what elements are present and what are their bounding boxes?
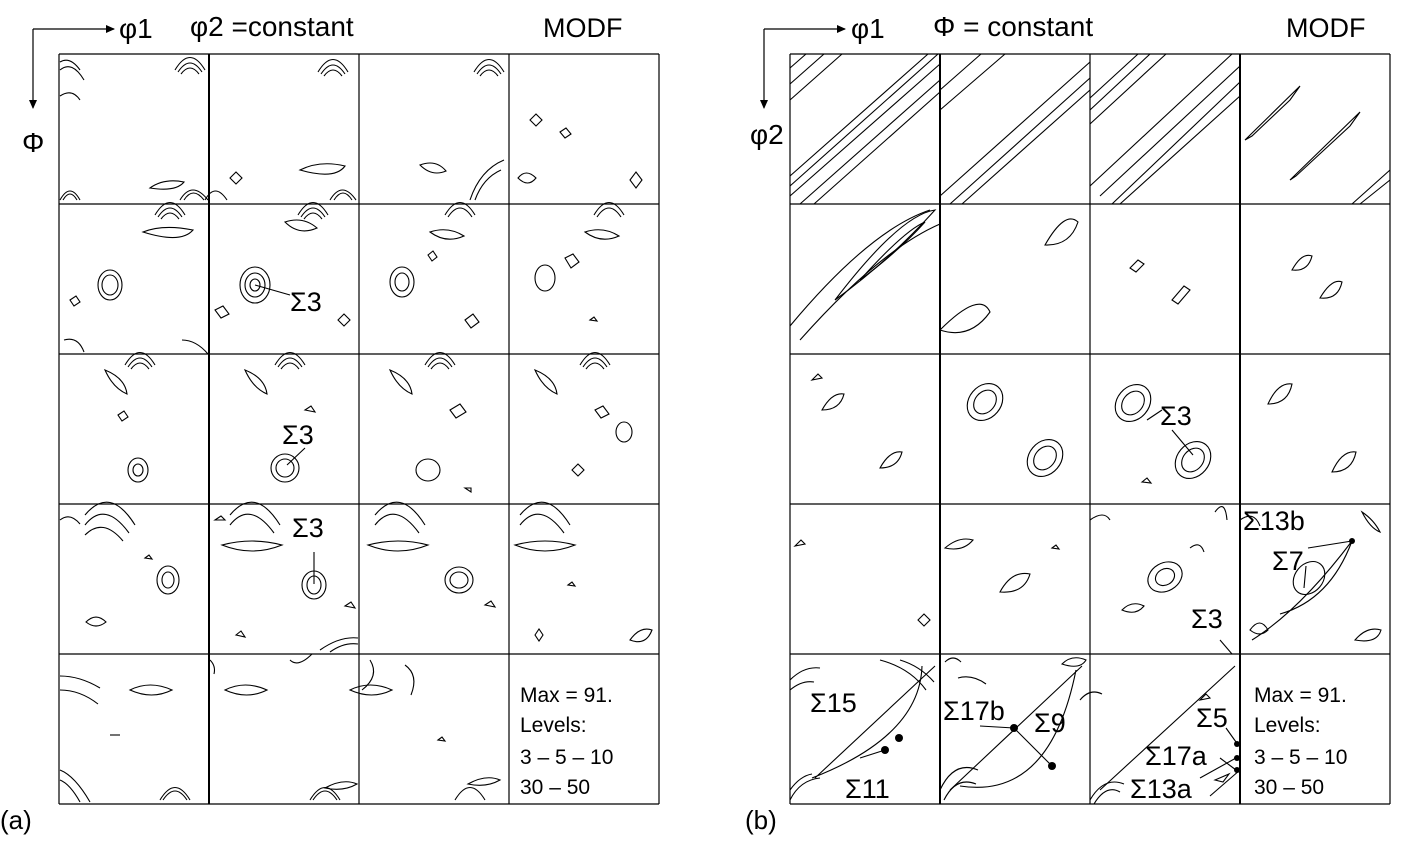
annotation-sigma11: Σ11	[845, 774, 890, 804]
panel-a: φ1 Φ φ2 =constant MODF (a)	[0, 11, 660, 835]
annotation-sigma3-a1: Σ3	[290, 287, 322, 317]
legend-levels-row2-b: 30 – 50	[1254, 776, 1324, 799]
legend-levels-row1-a: 3 – 5 – 10	[520, 746, 613, 769]
annotation-sigma3-b1: Σ3	[1160, 401, 1192, 431]
axis-label-Phi-a: Φ	[22, 127, 44, 158]
section-grid-b	[789, 53, 1391, 805]
legend-a: Max = 91. Levels: 3 – 5 – 10 30 – 50	[520, 684, 613, 799]
legend-b: Max = 91. Levels: 3 – 5 – 10 30 – 50	[1254, 684, 1347, 799]
annotation-sigma13a: Σ13a	[1130, 774, 1193, 804]
corner-title-b: MODF	[1286, 13, 1365, 43]
annotations-a: Σ3 Σ3 Σ3	[254, 284, 324, 584]
annotation-sigma17b: Σ17b	[943, 696, 1005, 726]
annotation-sigma9: Σ9	[1034, 708, 1066, 738]
annotation-lines-b	[811, 409, 1355, 797]
annotations-b: Σ3 Σ13b Σ7 Σ3 Σ15 Σ17b Σ9 Σ11 Σ5 Σ17a Σ1…	[810, 401, 1305, 804]
legend-levels-a: Levels:	[520, 714, 587, 737]
annotation-sigma5: Σ5	[1196, 703, 1228, 733]
annotation-sigma15: Σ15	[810, 688, 857, 718]
legend-max-b: Max = 91.	[1254, 684, 1347, 707]
axis-label-phi1-b: φ1	[851, 13, 885, 44]
annotation-sigma3-a3: Σ3	[292, 513, 324, 543]
axis-arrows-b	[760, 25, 846, 109]
legend-levels-row1-b: 3 – 5 – 10	[1254, 746, 1347, 769]
section-label-b: Φ = constant	[933, 11, 1093, 42]
legend-levels-row2-a: 30 – 50	[520, 776, 590, 799]
annotation-sigma13b: Σ13b	[1243, 506, 1305, 536]
section-grid-a	[58, 53, 660, 805]
annotation-sigma7: Σ7	[1272, 546, 1304, 576]
section-label-a: φ2 =constant	[190, 11, 354, 42]
axis-label-phi1-a: φ1	[119, 13, 153, 44]
panel-b: φ1 φ2 Φ = constant MODF (b)	[745, 11, 1391, 835]
annotation-sigma3-b2: Σ3	[1191, 604, 1223, 634]
annotation-sigma3-a2: Σ3	[282, 420, 314, 450]
legend-max-a: Max = 91.	[520, 684, 613, 707]
panel-label-a: (a)	[0, 805, 32, 835]
panel-label-b: (b)	[745, 805, 777, 835]
axis-arrows-a	[29, 25, 115, 109]
annotation-sigma17a: Σ17a	[1145, 741, 1208, 771]
axis-label-phi2-b: φ2	[750, 119, 784, 150]
corner-title-a: MODF	[543, 13, 622, 43]
legend-levels-b: Levels:	[1254, 714, 1321, 737]
contours-b	[789, 53, 1391, 805]
